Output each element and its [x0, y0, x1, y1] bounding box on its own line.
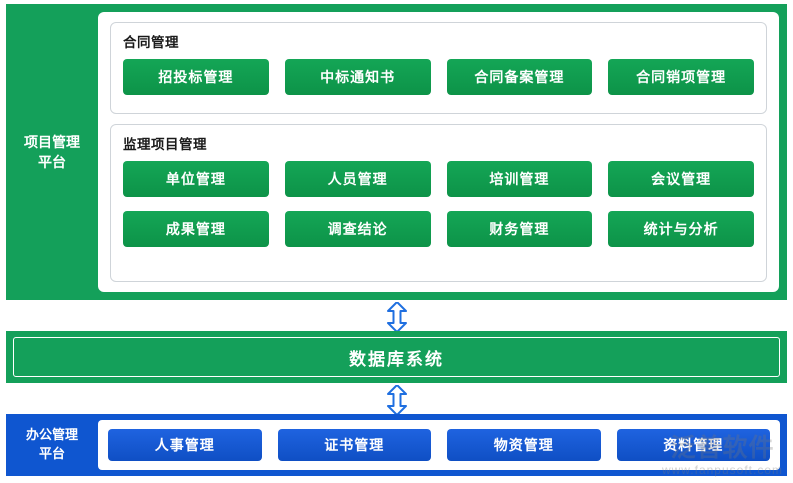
module-button-contract-filing-management[interactable]: 合同备案管理 [446, 59, 593, 95]
module-button-bid-winning-notice[interactable]: 中标通知书 [284, 59, 431, 95]
module-button-training-management[interactable]: 培训管理 [446, 161, 593, 197]
database-system-band: 数据库系统 [6, 331, 787, 383]
supervision-row-2: 成果管理 调查结论 财务管理 统计与分析 [123, 211, 754, 247]
module-button-unit-management[interactable]: 单位管理 [123, 161, 269, 197]
module-button-bidding-management[interactable]: 招投标管理 [123, 59, 269, 95]
office-modules-container: 人事管理 证书管理 物资管理 资料管理 [98, 420, 780, 470]
database-system-label: 数据库系统 [13, 337, 780, 377]
module-button-certificate-management[interactable]: 证书管理 [277, 429, 431, 461]
double-arrow-top-icon [386, 302, 408, 332]
project-modules-container: 合同管理 招投标管理 中标通知书 合同备案管理 合同销项管理 监理项目管理 单位… [98, 12, 779, 292]
contract-management-title: 合同管理 [123, 35, 179, 50]
module-button-hr-management[interactable]: 人事管理 [108, 429, 262, 461]
supervision-project-management-title: 监理项目管理 [123, 137, 207, 152]
office-management-platform-panel: 办公管理 平台 人事管理 证书管理 物资管理 资料管理 [6, 414, 787, 476]
project-management-platform-label: 项目管理 平台 [6, 4, 98, 300]
module-button-document-management[interactable]: 资料管理 [616, 429, 770, 461]
office-label-line1: 办公管理 [25, 427, 78, 443]
supervision-row-1: 单位管理 人员管理 培训管理 会议管理 [123, 161, 754, 197]
module-button-survey-conclusion[interactable]: 调查结论 [284, 211, 431, 247]
module-button-statistics-and-analysis[interactable]: 统计与分析 [608, 211, 754, 247]
contract-management-row-1: 招投标管理 中标通知书 合同备案管理 合同销项管理 [123, 59, 754, 95]
platform-label-line2: 平台 [38, 154, 66, 170]
contract-management-group: 合同管理 招投标管理 中标通知书 合同备案管理 合同销项管理 [110, 22, 767, 114]
module-button-personnel-management[interactable]: 人员管理 [284, 161, 431, 197]
project-management-platform-panel: 项目管理 平台 合同管理 招投标管理 中标通知书 合同备案管理 合同销项管理 监… [6, 4, 787, 300]
module-button-achievement-management[interactable]: 成果管理 [123, 211, 269, 247]
module-button-meeting-management[interactable]: 会议管理 [608, 161, 754, 197]
module-button-material-management[interactable]: 物资管理 [447, 429, 601, 461]
module-button-contract-output-management[interactable]: 合同销项管理 [608, 59, 754, 95]
supervision-project-management-group: 监理项目管理 单位管理 人员管理 培训管理 会议管理 成果管理 调查结论 财务管… [110, 124, 767, 282]
office-management-platform-label: 办公管理 平台 [6, 426, 98, 464]
double-arrow-bottom-icon [386, 385, 408, 415]
module-button-financial-management[interactable]: 财务管理 [446, 211, 593, 247]
platform-label-line1: 项目管理 [24, 133, 80, 150]
office-label-line2: 平台 [38, 446, 65, 461]
